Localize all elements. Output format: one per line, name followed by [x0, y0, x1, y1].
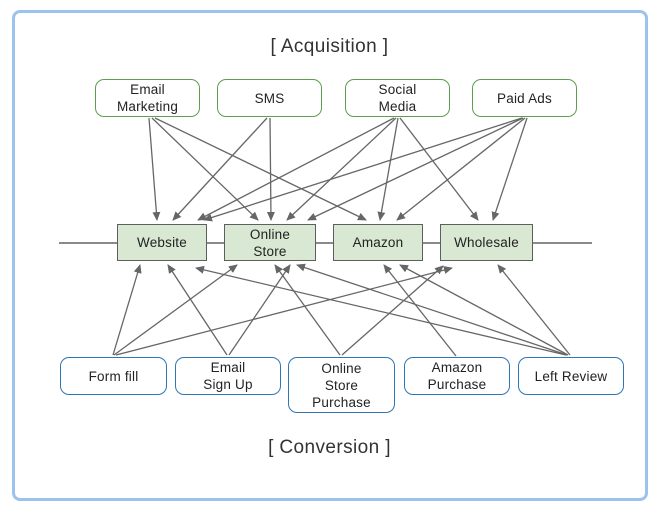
edge-social-media-to-wholesale [399, 117, 479, 221]
box-amazon-purchase: Amazon Purchase [404, 357, 510, 395]
edge-email-marketing-to-website [148, 117, 161, 221]
box-wholesale-label: Wholesale [454, 235, 519, 250]
box-email-sign-up-label: Email Sign Up [203, 360, 253, 392]
edge-email-marketing-to-amazon [154, 117, 367, 221]
box-online-store-purchase: Online Store Purchase [288, 357, 395, 413]
box-email-marketing: Email Marketing [95, 79, 200, 117]
edge-online-store-purchase-to-wholesale [341, 265, 444, 356]
edge-left-review-to-online-store [296, 263, 568, 356]
box-paid-ads-label: Paid Ads [497, 90, 552, 106]
edge-online-store-purchase-to-online-store [274, 264, 341, 356]
box-online-store-purchase-label: Online Store Purchase [312, 360, 371, 410]
edge-form-fill-to-website [112, 264, 142, 356]
box-form-fill-label: Form fill [88, 368, 139, 384]
box-amazon-purchase-label: Amazon Purchase [427, 360, 487, 392]
box-sms: SMS [217, 79, 322, 117]
box-sms-label: SMS [254, 90, 285, 106]
acquisition-title: [ Acquisition ] [270, 36, 389, 57]
box-amazon: Amazon [333, 224, 423, 261]
box-online-store-label: Online Store [249, 226, 291, 259]
box-left-review: Left Review [518, 357, 624, 395]
edge-social-media-to-website [197, 117, 395, 221]
edge-sms-to-online-store [266, 117, 275, 221]
edge-form-fill-to-online-store [113, 264, 238, 356]
box-website-label: Website [137, 235, 187, 250]
edge-paid-ads-to-amazon [396, 117, 526, 221]
diagram-frame [12, 10, 648, 501]
box-amazon-label: Amazon [352, 235, 404, 250]
box-email-marketing-label: Email Marketing [116, 82, 179, 114]
edge-form-fill-to-wholesale [115, 266, 453, 356]
box-paid-ads: Paid Ads [472, 79, 577, 117]
box-left-review-label: Left Review [534, 368, 608, 384]
edge-left-review-to-amazon [399, 264, 569, 356]
edge-left-review-to-website [195, 265, 567, 356]
edge-paid-ads-to-wholesale [491, 117, 528, 221]
box-email-sign-up: Email Sign Up [175, 357, 281, 395]
edge-sms-to-website [172, 117, 268, 221]
box-form-fill: Form fill [60, 357, 167, 395]
box-social-media: Social Media [345, 79, 450, 117]
edge-email-sign-up-to-online-store [228, 264, 291, 356]
box-online-store: Online Store [224, 224, 316, 261]
box-wholesale: Wholesale [440, 224, 533, 261]
edge-paid-ads-to-website [203, 117, 523, 222]
box-social-media-label: Social Media [378, 82, 417, 114]
conversion-title: [ Conversion ] [268, 437, 391, 458]
edge-left-review-to-wholesale [497, 264, 571, 356]
edge-paid-ads-to-online-store [307, 117, 524, 221]
box-website: Website [117, 224, 207, 261]
edge-email-marketing-to-online-store [151, 117, 259, 221]
edge-social-media-to-amazon [377, 117, 399, 221]
edge-amazon-purchase-to-amazon [383, 264, 457, 357]
edge-email-sign-up-to-website [167, 264, 228, 356]
edge-social-media-to-online-store [286, 117, 397, 221]
